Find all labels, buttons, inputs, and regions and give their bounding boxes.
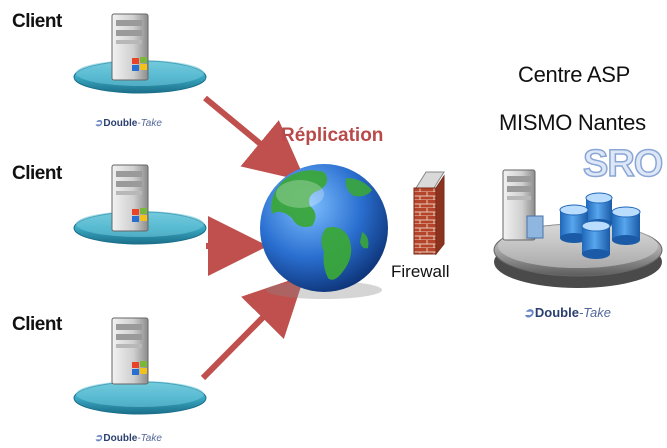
double-take-logo-client-3: ➲Double-Take [94,433,162,444]
brand-suffix: -Take [137,433,162,444]
replication-label: Réplication [281,125,384,146]
client-2-server [73,164,207,245]
replication-arrow-3 [200,275,305,381]
client-1-server [73,13,207,94]
sro-logo: SRO [582,142,664,186]
internet-globe-icon [260,164,388,299]
firewall-label: Firewall [391,262,450,281]
double-take-swoosh-icon: ➲ [94,433,103,444]
firewall-icon [413,171,445,256]
client-3-server [73,317,207,415]
brand-name: Double [103,118,138,129]
center-title-line-1: Centre ASP [518,62,630,87]
datacenter-server [502,169,544,241]
client-2-label: Client [12,163,62,184]
brand-name: Double [534,305,579,320]
windows-logo-icon [132,57,147,71]
double-take-logo-center: ➲Double-Take [523,305,611,321]
double-take-swoosh-icon: ➲ [523,305,534,320]
database-cluster-icon [559,192,641,259]
center-title-line-2: MISMO Nantes [499,110,646,135]
replication-arrow-1 [203,95,306,182]
brand-name: Double [103,433,138,444]
brand-suffix: -Take [578,305,612,320]
double-take-swoosh-icon: ➲ [94,118,103,129]
client-3-label: Client [12,314,62,335]
double-take-logo-client-1: ➲Double-Take [94,118,162,129]
windows-logo-icon [132,208,147,222]
client-1-label: Client [12,11,62,32]
windows-logo-icon [132,361,147,375]
brand-suffix: -Take [137,118,162,129]
